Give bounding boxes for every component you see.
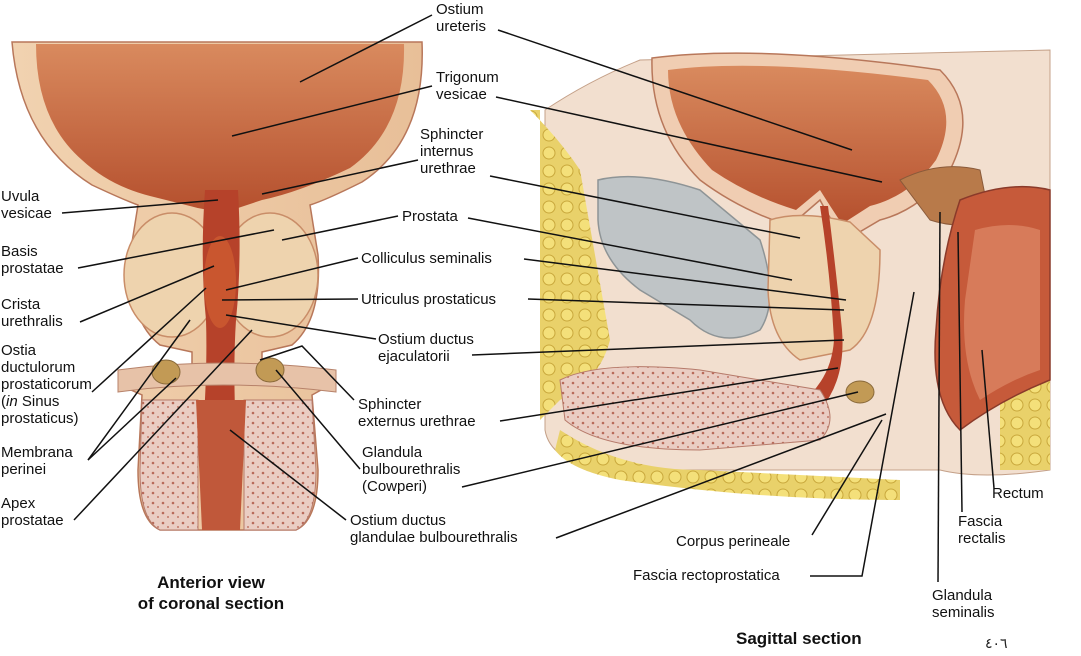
label-colliculus-seminalis: Colliculus seminalis (361, 250, 492, 267)
label-rectum: Rectum (992, 485, 1044, 502)
label-utriculus-prostaticus: Utriculus prostaticus (361, 291, 497, 308)
label-prostata: Prostata (402, 208, 458, 225)
sagittal-section (530, 49, 1051, 500)
coronal-section (11, 41, 423, 531)
caption-sagittal: Sagittal section (736, 629, 862, 648)
leader-lines (61, 14, 995, 583)
page-number-mark: ٤٠٦ (985, 636, 1008, 652)
label-fascia-rectoprostatica: Fascia rectoprostatica (633, 567, 780, 584)
label-corpus-perineale: Corpus perineale (676, 533, 791, 550)
label-ostia-ductulorum: Ostia ductulorum prostaticorum (in Sinus… (1, 342, 92, 427)
